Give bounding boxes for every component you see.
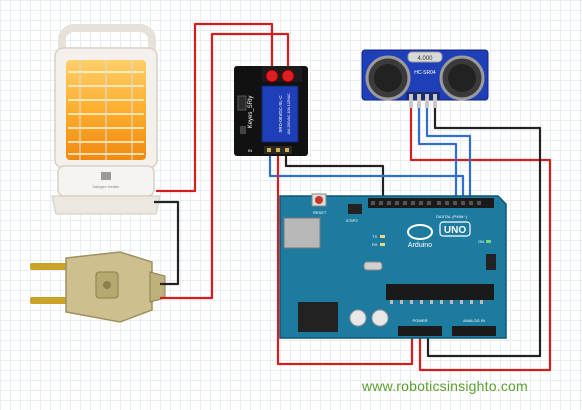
reset-label: RESET (313, 210, 327, 215)
heater-switch-icon (101, 172, 111, 180)
wire-black-sensor-gnd (426, 108, 542, 358)
wire-black-heater-plug (154, 200, 180, 286)
wire-red-sensor-vcc (409, 108, 552, 372)
relay-model-text: SRD-05VDC-SL-C (278, 95, 283, 133)
arduino-brand: Arduino (408, 242, 432, 249)
relay-in-label: IN (248, 148, 252, 153)
relay-module: SRD-05VDC-SL-C 10A 250VAC 10A 125VAC Key… (234, 66, 308, 156)
website-watermark[interactable]: www.roboticsinsighto.com (362, 378, 528, 394)
halogen-heater: halogen heater (51, 24, 161, 215)
wire-black-relay-gnd (284, 156, 385, 198)
digital-label: DIGITAL (PWM~) (436, 214, 468, 219)
wire-blue-relay-in (268, 156, 465, 198)
heater-brand: halogen heater (93, 184, 120, 189)
relay-brand: Keyes_SRly (248, 96, 254, 129)
analog-label: ANALOG IN (463, 318, 485, 323)
sensor-crystal: 4.000 (417, 56, 433, 62)
wire-blue-sensor-echo (425, 108, 472, 198)
arduino-uno-board: RESET ICSP2 DIGITAL (PWM~) Arduino UNO T… (279, 193, 507, 339)
wire-red-relay-vcc (276, 156, 414, 366)
arduino-model: UNO (444, 225, 466, 236)
tx-label: TX (372, 234, 377, 239)
mains-plug (30, 251, 166, 323)
wire-red-plug-relay (160, 32, 290, 300)
relay-rating-text: 10A 250VAC 10A 125VAC (287, 93, 291, 135)
power-label: POWER (412, 318, 427, 323)
wire-blue-sensor-trig (417, 108, 458, 198)
icsp-label: ICSP2 (346, 218, 358, 223)
on-label: ON (478, 239, 484, 244)
rx-label: RX (372, 242, 378, 247)
ultrasonic-sensor: 4.000 HC-SR04 (361, 49, 489, 108)
wires (154, 22, 552, 372)
wire-red-heater-relay (156, 22, 274, 193)
sensor-model: HC-SR04 (414, 70, 436, 76)
